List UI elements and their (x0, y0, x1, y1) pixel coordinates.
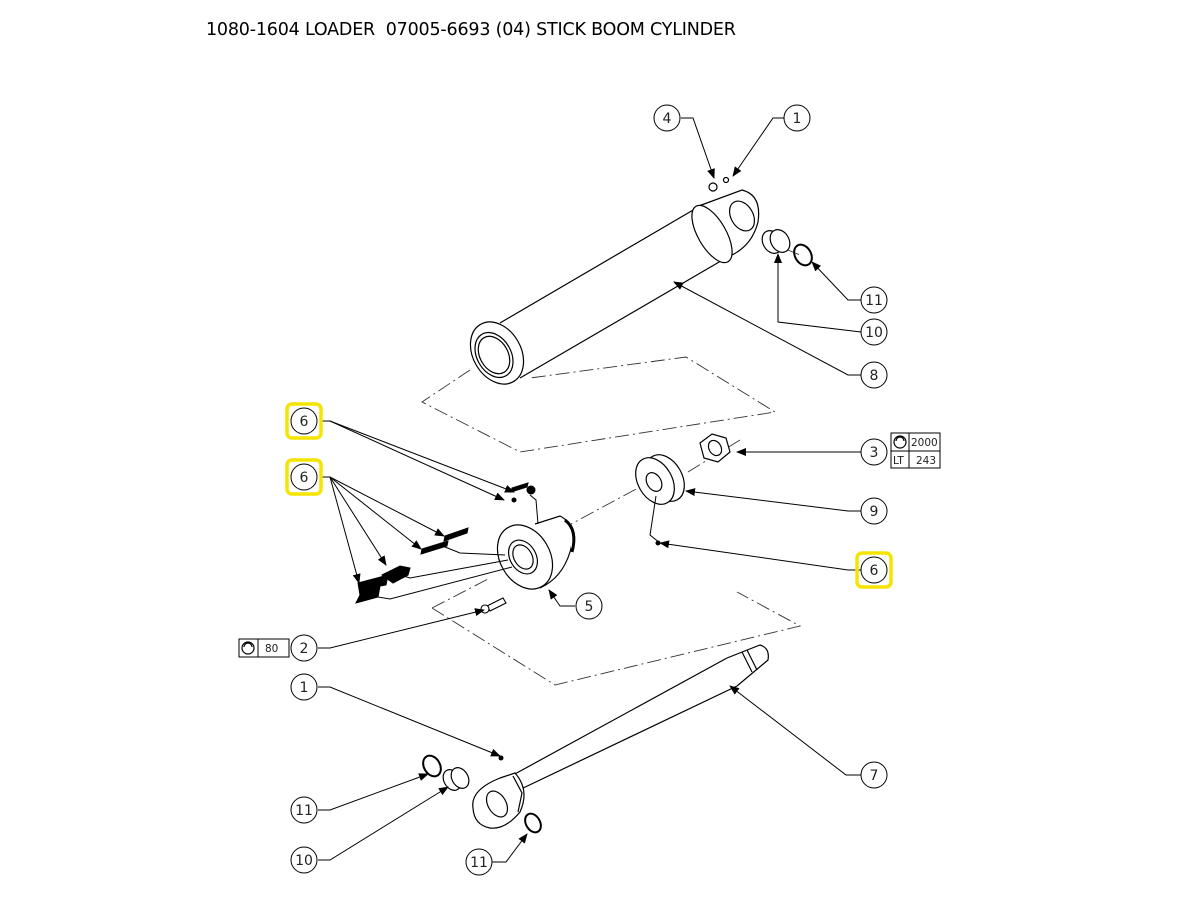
callout-c11-bottom-left: 11 (290, 796, 318, 824)
callout-circle (783, 104, 811, 132)
callout-label: 1 (300, 680, 309, 696)
bushing-part-10-bottom (442, 767, 470, 791)
bushing-part-10-top (761, 229, 791, 254)
callout-label: 6 (870, 563, 879, 579)
seal-ring-part-11-top (793, 243, 813, 267)
piston-rod-part-7 (472, 644, 769, 829)
seal-rings-part-11-bottom (422, 754, 542, 834)
callout-c8: 8 (860, 361, 888, 389)
callout-c6-left-lower: 6 (285, 458, 323, 496)
grease-fitting-part-1-bottom (498, 755, 504, 761)
callout-label: 6 (300, 414, 309, 430)
callout-circle (860, 761, 888, 789)
callout-label: 11 (295, 803, 313, 819)
callout-c10-bottom: 10 (290, 846, 318, 874)
callout-c6-left-upper: 6 (285, 402, 323, 440)
callout-label: 9 (870, 504, 879, 520)
callout-c9: 9 (860, 497, 888, 525)
diagram-title: 1080-1604 LOADER 07005-6693 (04) STICK B… (206, 20, 736, 40)
callout-c11-bottom-right: 11 (465, 848, 493, 876)
callout-circle (860, 497, 888, 525)
torque-wrench-icon (241, 641, 255, 655)
torque-value-item-3: 2000 (911, 437, 938, 449)
torque-value-item-2: 80 (265, 643, 278, 655)
torque-spec-table-item-2: 80 (238, 638, 290, 658)
highlight-box (855, 551, 893, 589)
callout-c2: 2 (290, 634, 318, 662)
seals-part-6 (355, 482, 661, 604)
callout-circle (290, 796, 318, 824)
cylinder-barrel-part-8 (469, 176, 760, 385)
callout-c5: 5 (575, 592, 603, 620)
callout-circle (575, 592, 603, 620)
callout-circle (860, 286, 888, 314)
callout-label: 5 (585, 599, 594, 615)
callout-circle (290, 634, 318, 662)
callout-label: 4 (663, 111, 672, 127)
callout-label: 1 (793, 111, 802, 127)
callout-circle (860, 556, 888, 584)
highlight-box (285, 402, 323, 440)
callout-c10-top: 10 (860, 318, 888, 346)
callout-label: 11 (470, 855, 488, 871)
callout-c3: 3 (860, 438, 888, 466)
callout-circle (290, 463, 318, 491)
torque-spec-table-item-3: 2000 LT 243 (890, 432, 941, 469)
screw-part-2 (480, 597, 507, 614)
assembly-guide-lines (421, 239, 802, 686)
callout-c11-top: 11 (860, 286, 888, 314)
callout-label: 10 (295, 853, 313, 869)
gland-part-5 (496, 515, 576, 590)
callout-c1-bottom: 1 (290, 673, 318, 701)
callout-label: 8 (870, 368, 879, 384)
callout-label: 11 (865, 293, 883, 309)
torque-wrench-icon (893, 435, 907, 449)
callout-c7: 7 (860, 761, 888, 789)
callout-circle (290, 846, 318, 874)
piston-part-9 (635, 454, 685, 505)
callout-label: 6 (300, 470, 309, 486)
leader-lines (318, 117, 862, 863)
callout-circle (290, 673, 318, 701)
callout-label: 2 (300, 641, 309, 657)
callout-circle (860, 438, 888, 466)
loctite-value-item-3: 243 (916, 455, 936, 467)
callout-circle (290, 407, 318, 435)
callout-c4-top: 4 (653, 104, 681, 132)
callout-circle (653, 104, 681, 132)
callout-label: 10 (865, 325, 883, 341)
highlight-box (285, 458, 323, 496)
callout-label: 3 (870, 445, 879, 461)
nut-part-3 (699, 433, 731, 463)
callout-circle (860, 318, 888, 346)
callout-circle (860, 361, 888, 389)
callout-c1-top: 1 (783, 104, 811, 132)
loctite-label-item-3: LT (893, 455, 904, 467)
callout-c6-right: 6 (855, 551, 893, 589)
callout-circle (465, 848, 493, 876)
callout-label: 7 (870, 768, 879, 784)
